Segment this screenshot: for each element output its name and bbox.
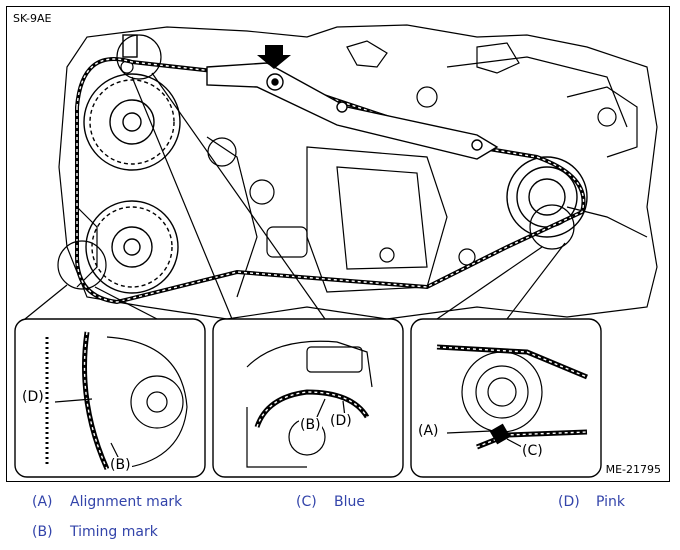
lower-cam-sprocket: [85, 200, 179, 294]
indicator-arrow: [257, 45, 291, 69]
engine-block: [58, 24, 658, 320]
legend-letter: (D): [558, 494, 580, 510]
legend-letter: (C): [296, 494, 317, 510]
callout-b-panel2: (B): [299, 417, 322, 433]
legend-label: Blue: [334, 494, 365, 510]
figure-code: SK-9AE: [13, 12, 52, 25]
legend-letter: (B): [32, 524, 53, 540]
timing-chain-diagram: SK-9AE ME-21795 (D) (B) (B) (D) (A) (C): [6, 6, 670, 482]
chain-guide: [206, 62, 499, 160]
detail-panel-2: [212, 318, 404, 478]
callout-c-panel3: (C): [521, 443, 544, 459]
legend-item-b: (B) Timing mark: [32, 524, 158, 540]
figure-reference: ME-21795: [605, 463, 661, 476]
crank-sprocket: [506, 156, 588, 238]
detail-panel-3: [410, 318, 602, 478]
legend-item-c: (C) Blue: [296, 494, 365, 510]
legend-letter: (A): [32, 494, 53, 510]
engine-illustration: [14, 24, 658, 478]
callout-d-panel2: (D): [329, 413, 353, 429]
callout-a-panel3: (A): [417, 423, 440, 439]
callout-b-panel1: (B): [109, 457, 132, 473]
legend-label: Pink: [596, 494, 626, 510]
callout-d-panel1: (D): [21, 389, 45, 405]
legend-label: Alignment mark: [70, 494, 183, 510]
upper-cam-sprocket: [83, 34, 181, 171]
detail-panel-1: [14, 318, 206, 478]
detail-leaders: [24, 34, 575, 320]
legend: (A) Alignment mark (B) Timing mark (C) Blue…: [0, 486, 680, 550]
legend-label: Timing mark: [70, 524, 158, 540]
timing-chain: [75, 57, 586, 305]
legend-item-a: (A) Alignment mark: [32, 494, 182, 510]
legend-item-d: (D) Pink: [558, 494, 625, 510]
